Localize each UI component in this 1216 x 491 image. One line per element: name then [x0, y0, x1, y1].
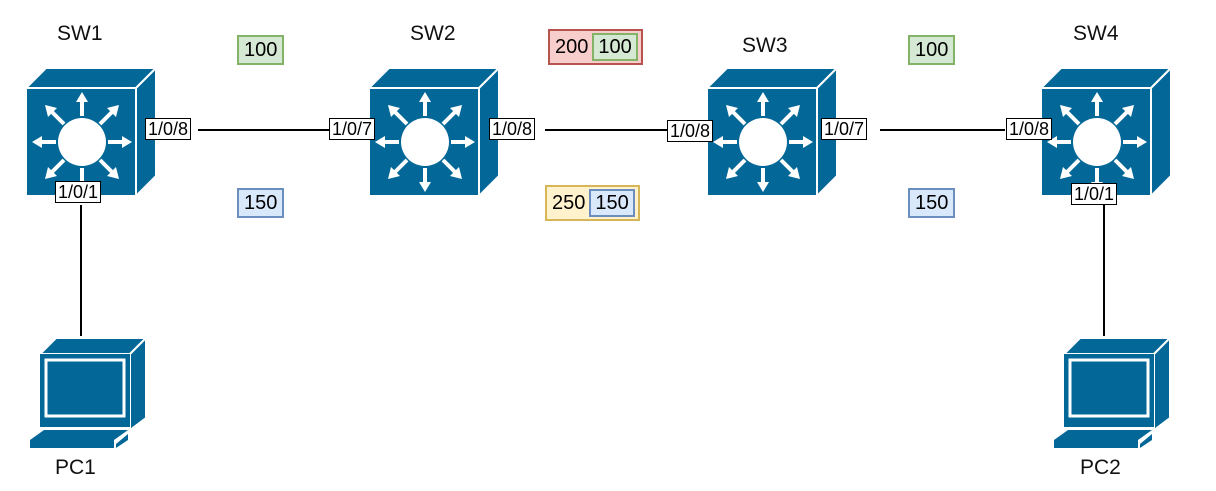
pc-label-pc2: PC2: [1080, 456, 1121, 479]
port-label-sw2-sw3: 1/0/8: [489, 118, 536, 140]
switch-label-sw4: SW4: [1073, 22, 1119, 45]
layer3-switch-icon[interactable]: [1040, 66, 1172, 196]
layer3-switch-icon[interactable]: [25, 66, 157, 196]
vlan-tag-sw1-sw2-top: 100: [237, 35, 285, 65]
outer-vlan-tag: 200: [555, 36, 589, 58]
switch-label-sw3: SW3: [742, 34, 788, 57]
port-label-sw3-sw2: 1/0/8: [667, 120, 714, 142]
layer3-switch-icon[interactable]: [706, 66, 838, 196]
pc-icon[interactable]: [16, 334, 146, 454]
switch-label-sw1: SW1: [57, 22, 103, 45]
port-label-sw2-sw1: 1/0/7: [329, 118, 376, 140]
port-label-sw4-pc2: 1/0/1: [1071, 183, 1118, 205]
inner-vlan-tag: 150: [589, 189, 635, 217]
vlan-tag-sw3-sw4-bottom: 150: [908, 188, 956, 218]
pc-icon[interactable]: [1040, 334, 1170, 454]
port-label-sw1-pc1: 1/0/1: [55, 181, 102, 203]
vlan-tag-stack-sw2-sw3-top: 200 100: [548, 29, 643, 65]
layer3-switch-icon[interactable]: [368, 66, 500, 196]
switch-label-sw2: SW2: [410, 22, 456, 45]
port-label-sw3-sw4: 1/0/7: [821, 118, 868, 140]
vlan-tag-sw1-sw2-bottom: 150: [237, 188, 285, 218]
vlan-tag-sw3-sw4-top: 100: [908, 35, 956, 65]
inner-vlan-tag: 100: [592, 33, 638, 61]
port-label-sw4-sw3: 1/0/8: [1006, 118, 1053, 140]
vlan-tag-stack-sw2-sw3-bottom: 250 150: [545, 185, 640, 221]
port-label-sw1-sw2: 1/0/8: [145, 118, 192, 140]
pc-label-pc1: PC1: [55, 456, 96, 479]
outer-vlan-tag: 250: [552, 192, 586, 214]
